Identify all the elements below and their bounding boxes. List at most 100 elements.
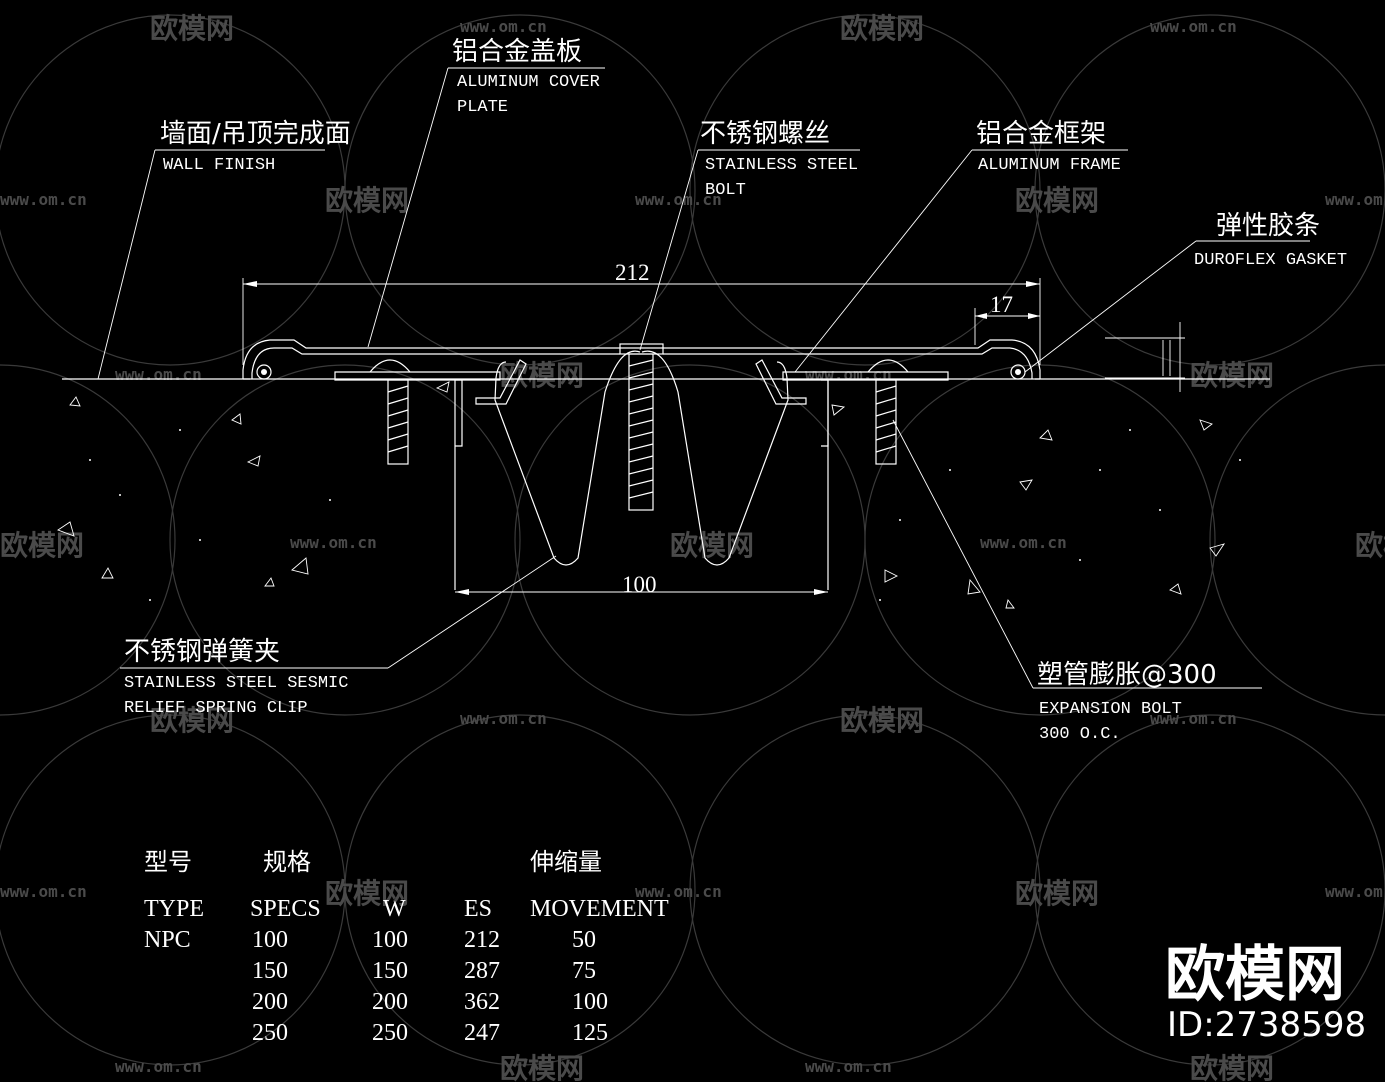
watermark-url: www.om.cn — [1325, 882, 1385, 901]
table-row: 250 250 247 125 — [252, 1020, 608, 1046]
label-wall-finish-en1: WALL FINISH — [163, 156, 275, 175]
watermark-url: www.om.cn — [1150, 709, 1237, 728]
label-expansion-bolt-cn: 塑管膨胀@300 — [1037, 660, 1217, 690]
leader-lines — [97, 67, 1310, 689]
label-gasket-en1: DUROFLEX GASKET — [1194, 251, 1347, 270]
table-header-cell: MOVEMENT — [530, 896, 669, 922]
label-bolt-en2: BOLT — [705, 181, 746, 200]
watermark-texts: 欧模网 www.om.cn 欧模网 www.om.cn www.om.cn 欧模… — [0, 12, 1385, 1082]
label-expansion-bolt-en1: EXPANSION BOLT — [1039, 700, 1182, 719]
table-cell: 212 — [464, 927, 500, 953]
watermark-url: www.om.cn — [635, 190, 722, 209]
label-spring-clip-en1: STAINLESS STEEL SESMIC — [124, 674, 348, 693]
label-spring-clip-cn: 不锈钢弹簧夹 — [124, 637, 280, 667]
table-cell: 200 — [252, 989, 288, 1015]
watermark-brand: 欧模网 — [840, 12, 924, 45]
dimension-gap-value: 100 — [622, 572, 657, 597]
watermark-brand: 欧模网 — [1190, 1052, 1274, 1082]
watermark-brand: 欧模网 — [500, 1052, 584, 1082]
table-row: 150 150 287 75 — [252, 958, 596, 984]
label-frame-cn: 铝合金框架 — [976, 119, 1106, 149]
watermark-url: www.om.cn — [115, 1057, 202, 1076]
label-cover-plate: 铝合金盖板 ALUMINUM COVER PLATE — [452, 37, 600, 117]
watermark-brand: 欧模网 — [1015, 184, 1099, 217]
table-header-cell: W — [383, 896, 406, 922]
watermark-url: www.om.cn — [0, 190, 87, 209]
watermark-url: www.om.cn — [460, 17, 547, 36]
aluminum-frame — [334, 359, 949, 447]
label-cover-plate-en2: PLATE — [457, 98, 508, 117]
label-frame-en1: ALUMINUM FRAME — [978, 156, 1121, 175]
stamp-id: ID:2738598 — [1167, 1005, 1366, 1045]
watermark-url: www.om.cn — [460, 709, 547, 728]
table-row: NPC 100 100 212 50 — [144, 927, 596, 953]
label-gasket-cn: 弹性胶条 — [1216, 211, 1320, 241]
dimension-height-marker — [1105, 322, 1185, 392]
table-cell: 250 — [372, 1020, 408, 1046]
dimension-edge: 17 — [974, 292, 1040, 345]
label-cover-plate-cn: 铝合金盖板 — [452, 37, 582, 67]
substrate — [57, 378, 1270, 609]
table-cell: 150 — [372, 958, 408, 984]
watermark-url: www.om.cn — [115, 365, 202, 384]
watermark-brand: 欧模网 — [0, 529, 84, 562]
watermark-brand: 欧模网 — [1355, 529, 1385, 562]
table-header-cell: SPECS — [250, 896, 321, 922]
watermark-brand: 欧模网 — [150, 12, 234, 45]
watermark-brand: 欧模网 — [1015, 877, 1099, 910]
table-cn-header-specs: 规格 — [263, 848, 311, 876]
table-cell: 287 — [464, 958, 500, 984]
spec-table: 型号 规格 伸缩量 TYPE SPECS W ES MOVEMENT NPC 1… — [144, 848, 669, 1046]
dimension-edge-value: 17 — [990, 292, 1013, 317]
stamp-brand: 欧模网 — [1165, 940, 1345, 1010]
label-bolt-en1: STAINLESS STEEL — [705, 156, 858, 175]
watermark-brand: 欧模网 — [325, 184, 409, 217]
label-cover-plate-en1: ALUMINUM COVER — [457, 73, 600, 92]
watermark-url: www.om.cn — [805, 365, 892, 384]
table-cell: 100 — [572, 989, 608, 1015]
watermark-url: www.om.cn — [1325, 190, 1385, 209]
watermark-brand: 欧模网 — [840, 704, 924, 737]
table-cn-header-type: 型号 — [144, 848, 192, 876]
dimension-overall: 212 — [242, 260, 1041, 365]
center-bolt — [619, 343, 664, 511]
watermark-brand: 欧模网 — [670, 529, 754, 562]
table-cell: 100 — [372, 927, 408, 953]
watermark-pattern — [0, 14, 1385, 1066]
table-cell: 50 — [572, 927, 596, 953]
label-wall-finish: 墙面/吊顶完成面 WALL FINISH — [160, 119, 351, 175]
anchor-screws — [387, 379, 897, 465]
label-gasket: 弹性胶条 DUROFLEX GASKET — [1194, 211, 1347, 270]
label-expansion-bolt: 塑管膨胀@300 EXPANSION BOLT 300 O.C. — [1037, 660, 1217, 744]
watermark-url: www.om.cn — [635, 882, 722, 901]
table-row: 200 200 362 100 — [252, 989, 608, 1015]
cover-plate — [242, 339, 1041, 380]
watermark-brand: 欧模网 — [325, 877, 409, 910]
table-header-cell: TYPE — [144, 896, 204, 922]
watermark-url: www.om.cn — [290, 533, 377, 552]
dimension-gap: 100 — [455, 572, 828, 597]
watermark-brand: 欧模网 — [150, 704, 234, 737]
label-expansion-bolt-en2: 300 O.C. — [1039, 725, 1121, 744]
watermark-url: www.om.cn — [805, 1057, 892, 1076]
table-cell: 125 — [572, 1020, 608, 1046]
table-cn-header-movement: 伸缩量 — [530, 848, 602, 876]
watermark-brand: 欧模网 — [1190, 359, 1274, 392]
label-bolt: 不锈钢螺丝 STAINLESS STEEL BOLT — [700, 119, 858, 200]
table-cell: 362 — [464, 989, 500, 1015]
table-cell: 200 — [372, 989, 408, 1015]
watermark-url: www.om.cn — [980, 533, 1067, 552]
table-cell: 247 — [464, 1020, 500, 1046]
watermark-url: www.om.cn — [0, 882, 87, 901]
dimension-overall-value: 212 — [615, 260, 650, 285]
concrete-dots — [89, 429, 1241, 601]
watermark-brand: 欧模网 — [500, 359, 584, 392]
label-bolt-cn: 不锈钢螺丝 — [700, 119, 830, 149]
label-spring-clip-en2: RELIEF SPRING CLIP — [124, 699, 308, 718]
spring-clip — [494, 350, 789, 566]
table-cell: 250 — [252, 1020, 288, 1046]
table-cell: 150 — [252, 958, 288, 984]
label-spring-clip: 不锈钢弹簧夹 STAINLESS STEEL SESMIC RELIEF SPR… — [124, 637, 348, 718]
table-header-cell: ES — [464, 896, 492, 922]
